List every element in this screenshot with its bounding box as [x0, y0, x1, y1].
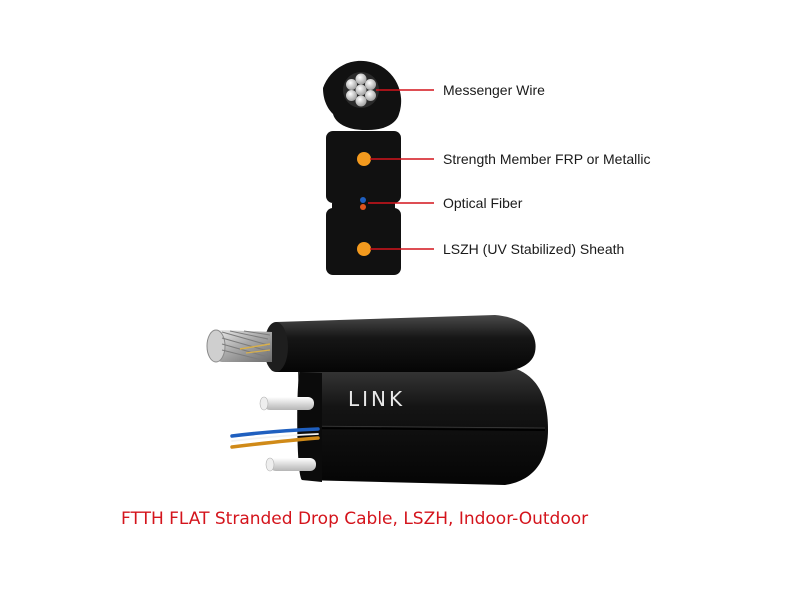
cross-section [323, 60, 402, 275]
optical-fiber-blue [360, 197, 366, 203]
messenger-wire-strands [343, 72, 379, 108]
strength-rod-upper [264, 397, 314, 410]
cable-main-body [298, 365, 548, 485]
optical-fiber-orange-strand [230, 436, 320, 449]
strength-member-upper [357, 152, 371, 166]
optical-fiber-orange [360, 204, 366, 210]
cable-brand-text: LINK [348, 387, 405, 411]
strength-member-lower [357, 242, 371, 256]
cross-section-body-lower [326, 208, 401, 275]
callout-optical-fiber: Optical Fiber [443, 195, 523, 211]
cross-section-body-upper [326, 131, 401, 203]
cable-illustration: LINK [206, 315, 548, 485]
callout-messenger-wire: Messenger Wire [443, 82, 545, 98]
product-caption: FTTH FLAT Stranded Drop Cable, LSZH, Ind… [121, 509, 589, 529]
cable-messenger-jacket [276, 315, 536, 372]
callout-strength-member: Strength Member FRP or Metallic [443, 151, 650, 167]
callout-lines [368, 89, 434, 250]
strength-rod-lower [270, 458, 316, 471]
callout-lszh-sheath: LSZH (UV Stabilized) Sheath [443, 241, 624, 257]
optical-fiber-blue-strand [230, 427, 320, 438]
